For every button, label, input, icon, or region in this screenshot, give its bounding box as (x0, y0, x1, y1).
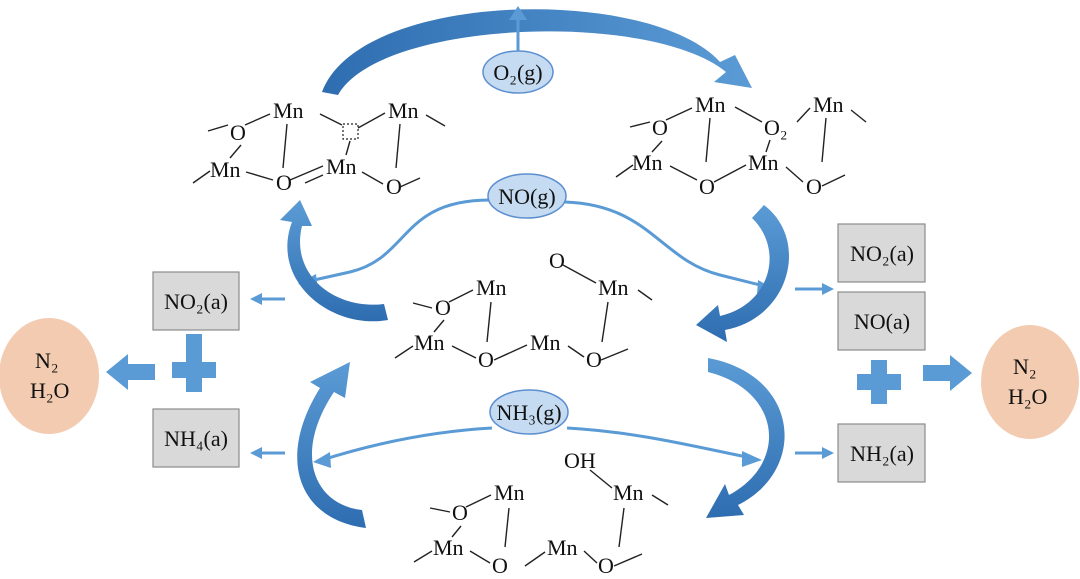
svg-text:O: O (586, 347, 602, 372)
right-small-arrows (795, 283, 834, 459)
svg-text:O: O (598, 553, 614, 578)
svg-text:O: O (806, 174, 822, 199)
svg-text:O₂: O₂ (764, 115, 788, 140)
svg-text:N₂: N₂ (1013, 354, 1037, 379)
svg-text:O: O (435, 295, 451, 320)
right-lower-cycle-arrow (706, 358, 785, 518)
o2-gas-node: O₂(g) (482, 50, 554, 94)
svg-text:O: O (276, 170, 292, 195)
structure-top-right: Mn O Mn O O₂ Mn Mn O (615, 92, 867, 199)
svg-text:O: O (386, 174, 402, 199)
svg-text:N₂: N₂ (35, 348, 59, 373)
structure-bottom: OH Mn Mn O Mn O Mn O (413, 448, 669, 578)
svg-text:H₂O: H₂O (30, 378, 69, 403)
right-product-arrow (923, 355, 972, 391)
right-no-box: NO(a) (837, 291, 926, 351)
left-no2-box: NO₂(a) (152, 271, 240, 331)
svg-text:O: O (699, 174, 715, 199)
svg-text:Mn: Mn (748, 150, 779, 175)
o2-gas-label: O₂(g) (493, 60, 542, 85)
svg-text:Mn: Mn (813, 92, 844, 117)
nh3-gas-label: NH₃(g) (496, 400, 561, 425)
svg-text:Mn: Mn (433, 535, 464, 560)
right-product-node: N₂ H₂O (981, 325, 1079, 439)
svg-text:OH: OH (564, 448, 596, 473)
oxygen-vacancy (342, 123, 359, 140)
svg-text:Mn: Mn (414, 330, 445, 355)
left-product-node: N₂ H₂O (0, 318, 99, 434)
right-upper-cycle-arrow (696, 205, 790, 342)
structure-middle: O Mn Mn O Mn O Mn O (394, 248, 653, 372)
svg-text:O: O (230, 120, 246, 145)
svg-text:Mn: Mn (494, 480, 525, 505)
o2-release-arrow (509, 6, 527, 52)
right-no2-box: NO₂(a) (837, 223, 926, 283)
svg-text:NH₄(a): NH₄(a) (164, 426, 228, 451)
svg-text:O: O (652, 115, 668, 140)
svg-text:O: O (478, 347, 494, 372)
left-lower-cycle-arrow (297, 362, 366, 528)
svg-text:NO₂(a): NO₂(a) (850, 241, 914, 266)
svg-text:O: O (549, 248, 565, 273)
left-product-arrow (106, 354, 155, 390)
svg-text:Mn: Mn (326, 154, 357, 179)
nh3-gas-node: NH₃(g) (313, 389, 762, 468)
svg-text:Mn: Mn (547, 535, 578, 560)
svg-text:H₂O: H₂O (1008, 384, 1047, 409)
svg-text:NH₂(a): NH₂(a) (850, 441, 914, 466)
svg-text:NO(a): NO(a) (854, 309, 910, 334)
svg-text:Mn: Mn (632, 150, 663, 175)
no-gas-label: NO(g) (498, 184, 555, 209)
svg-text:O: O (452, 500, 468, 525)
left-nh4-box: NH₄(a) (152, 408, 240, 468)
left-upper-cycle-arrow (280, 200, 388, 322)
top-curved-arrow (322, 9, 752, 95)
left-plus-icon (172, 334, 216, 392)
svg-text:Mn: Mn (476, 275, 507, 300)
structure-top-left: Mn O Mn O Mn Mn O (192, 98, 446, 199)
svg-text:Mn: Mn (273, 98, 304, 123)
svg-text:Mn: Mn (210, 157, 241, 182)
svg-text:O: O (492, 553, 508, 578)
svg-text:Mn: Mn (598, 275, 629, 300)
left-small-arrows (250, 293, 285, 459)
svg-text:NO₂(a): NO₂(a) (164, 289, 228, 314)
right-nh2-box: NH₂(a) (837, 423, 926, 483)
svg-text:Mn: Mn (388, 98, 419, 123)
right-plus-icon (857, 360, 901, 404)
svg-text:Mn: Mn (530, 330, 561, 355)
svg-text:Mn: Mn (695, 92, 726, 117)
svg-text:Mn: Mn (613, 480, 644, 505)
